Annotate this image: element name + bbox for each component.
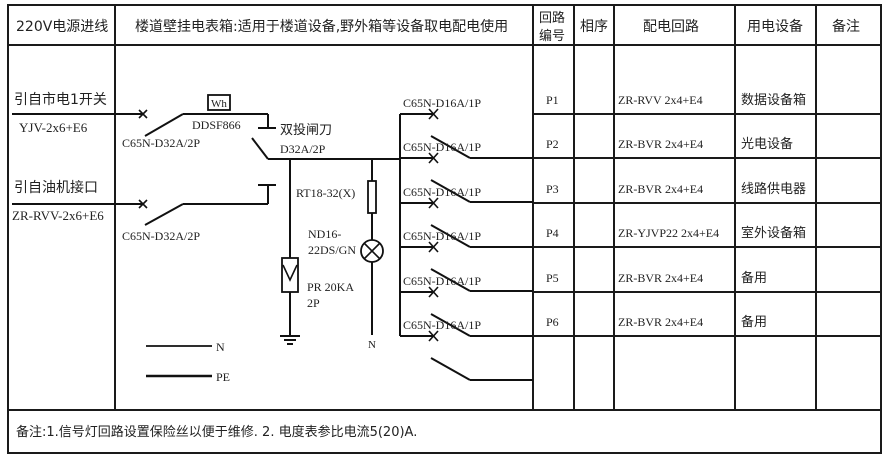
circuit-equipment: 备用 [741,314,767,330]
circuit-cable: ZR-BVR 2x4+E4 [618,137,703,151]
circuit-cable: ZR-BVR 2x4+E4 [618,182,703,196]
footer-note: 备注:1.信号灯回路设置保险丝以便于维修. 2. 电度表参比电流5(20)A. [16,424,417,440]
header-circuit-no-line1: 回路 [539,10,565,26]
branch-breaker-label: C65N-D16A/1P [403,140,481,154]
header-power-inlet: 220V电源进线 [16,19,108,35]
header-remark: 备注 [832,18,860,35]
indicator-branch [360,159,384,335]
indicator-model-line1: ND16- [308,227,341,241]
circuit-id: P2 [546,137,559,151]
breaker-blade [430,224,471,248]
breaker-blade [430,179,471,203]
surge-protector-branch [280,159,300,345]
breaker-x-icon [138,199,148,209]
circuit-cable: ZR-RVV 2x4+E4 [618,93,703,107]
spd-model-line2: 2P [307,296,320,310]
legend-label-pe: PE [216,370,230,384]
circuit-equipment: 数据设备箱 [741,92,806,108]
transfer-switch-rating: D32A/2P [280,142,326,156]
fuse-model: RT18-32(X) [296,186,355,200]
branch-breaker-label: C65N-D16A/1P [403,318,481,332]
breaker-blade [430,268,471,292]
circuit-id: P1 [546,93,559,107]
branch-breaker-label: C65N-D16A/1P [403,274,481,288]
generator-breaker-label: C65N-D32A/2P [122,229,200,243]
input-mains-cable: YJV-2x6+E6 [19,120,88,135]
input-generator-label: 引自油机接口 [14,179,98,196]
circuit-cable: ZR-BVR 2x4+E4 [618,271,703,285]
circuit-id: P6 [546,315,559,329]
legend-label-n: N [216,340,225,354]
surge-protector-icon [281,257,299,293]
header-phase: 相序 [580,19,608,35]
input-generator-cable: ZR-RVV-2x6+E6 [12,208,104,223]
row-lines [533,113,881,337]
mains-breaker [12,109,276,137]
breaker-blade [430,357,471,381]
branch-breaker-label: C65N-D16A/1P [403,185,481,199]
header-circuit-no-line2: 编号 [539,29,565,44]
breaker-x-icon [428,241,439,253]
transfer-switch-name: 双投闸刀 [280,122,332,138]
transfer-switch-blade [251,137,269,160]
header-circuit: 配电回路 [643,19,699,35]
meter-model: DDSF866 [192,118,241,132]
circuit-equipment: 线路供电器 [741,181,806,197]
breaker-x-icon [428,108,439,120]
branch-breaker-label: C65N-D16A/1P [403,96,481,110]
circuit-equipment: 室外设备箱 [741,225,806,241]
breaker-x-icon [428,197,439,209]
breaker-blade [430,313,471,337]
breaker-x-icon [138,109,148,119]
meter-symbol: Wh [211,98,227,110]
branch-circuits: C65N-D16A/1P P1 ZR-RVV 2x4+E4 数据设备箱 C65N-D16… [400,92,806,381]
breaker-x-icon [428,286,439,298]
legend: N PE [146,340,230,384]
branch-breaker-label: C65N-D16A/1P [403,229,481,243]
fuse-icon [367,180,377,214]
circuit-id: P5 [546,271,559,285]
header-equipment: 用电设备 [747,18,803,35]
breaker-x-icon [428,152,439,164]
table-grid [7,4,882,454]
circuit-id: P3 [546,182,559,196]
circuit-equipment: 光电设备 [741,136,793,152]
indicator-model-line2: 22DS/GN [308,243,356,257]
circuit-cable: ZR-YJVP22 2x4+E4 [618,226,719,240]
input-mains-label: 引自市电1开关 [14,91,107,108]
energy-meter-icon [207,94,231,111]
indicator-neutral-label: N [368,339,376,351]
outer-border [7,4,882,454]
circuit-equipment: 备用 [741,270,767,286]
circuit-cable: ZR-BVR 2x4+E4 [618,315,703,329]
generator-breaker [12,184,276,226]
mains-breaker-label: C65N-D32A/2P [122,136,200,150]
header-box-title: 楼道壁挂电表箱:适用于楼道设备,野外箱等设备取电配电使用 [135,18,508,35]
circuit-id: P4 [546,226,559,240]
breaker-blade [430,135,471,159]
breaker-x-icon [428,330,439,342]
spd-model-line1: PR 20KA [307,280,354,294]
